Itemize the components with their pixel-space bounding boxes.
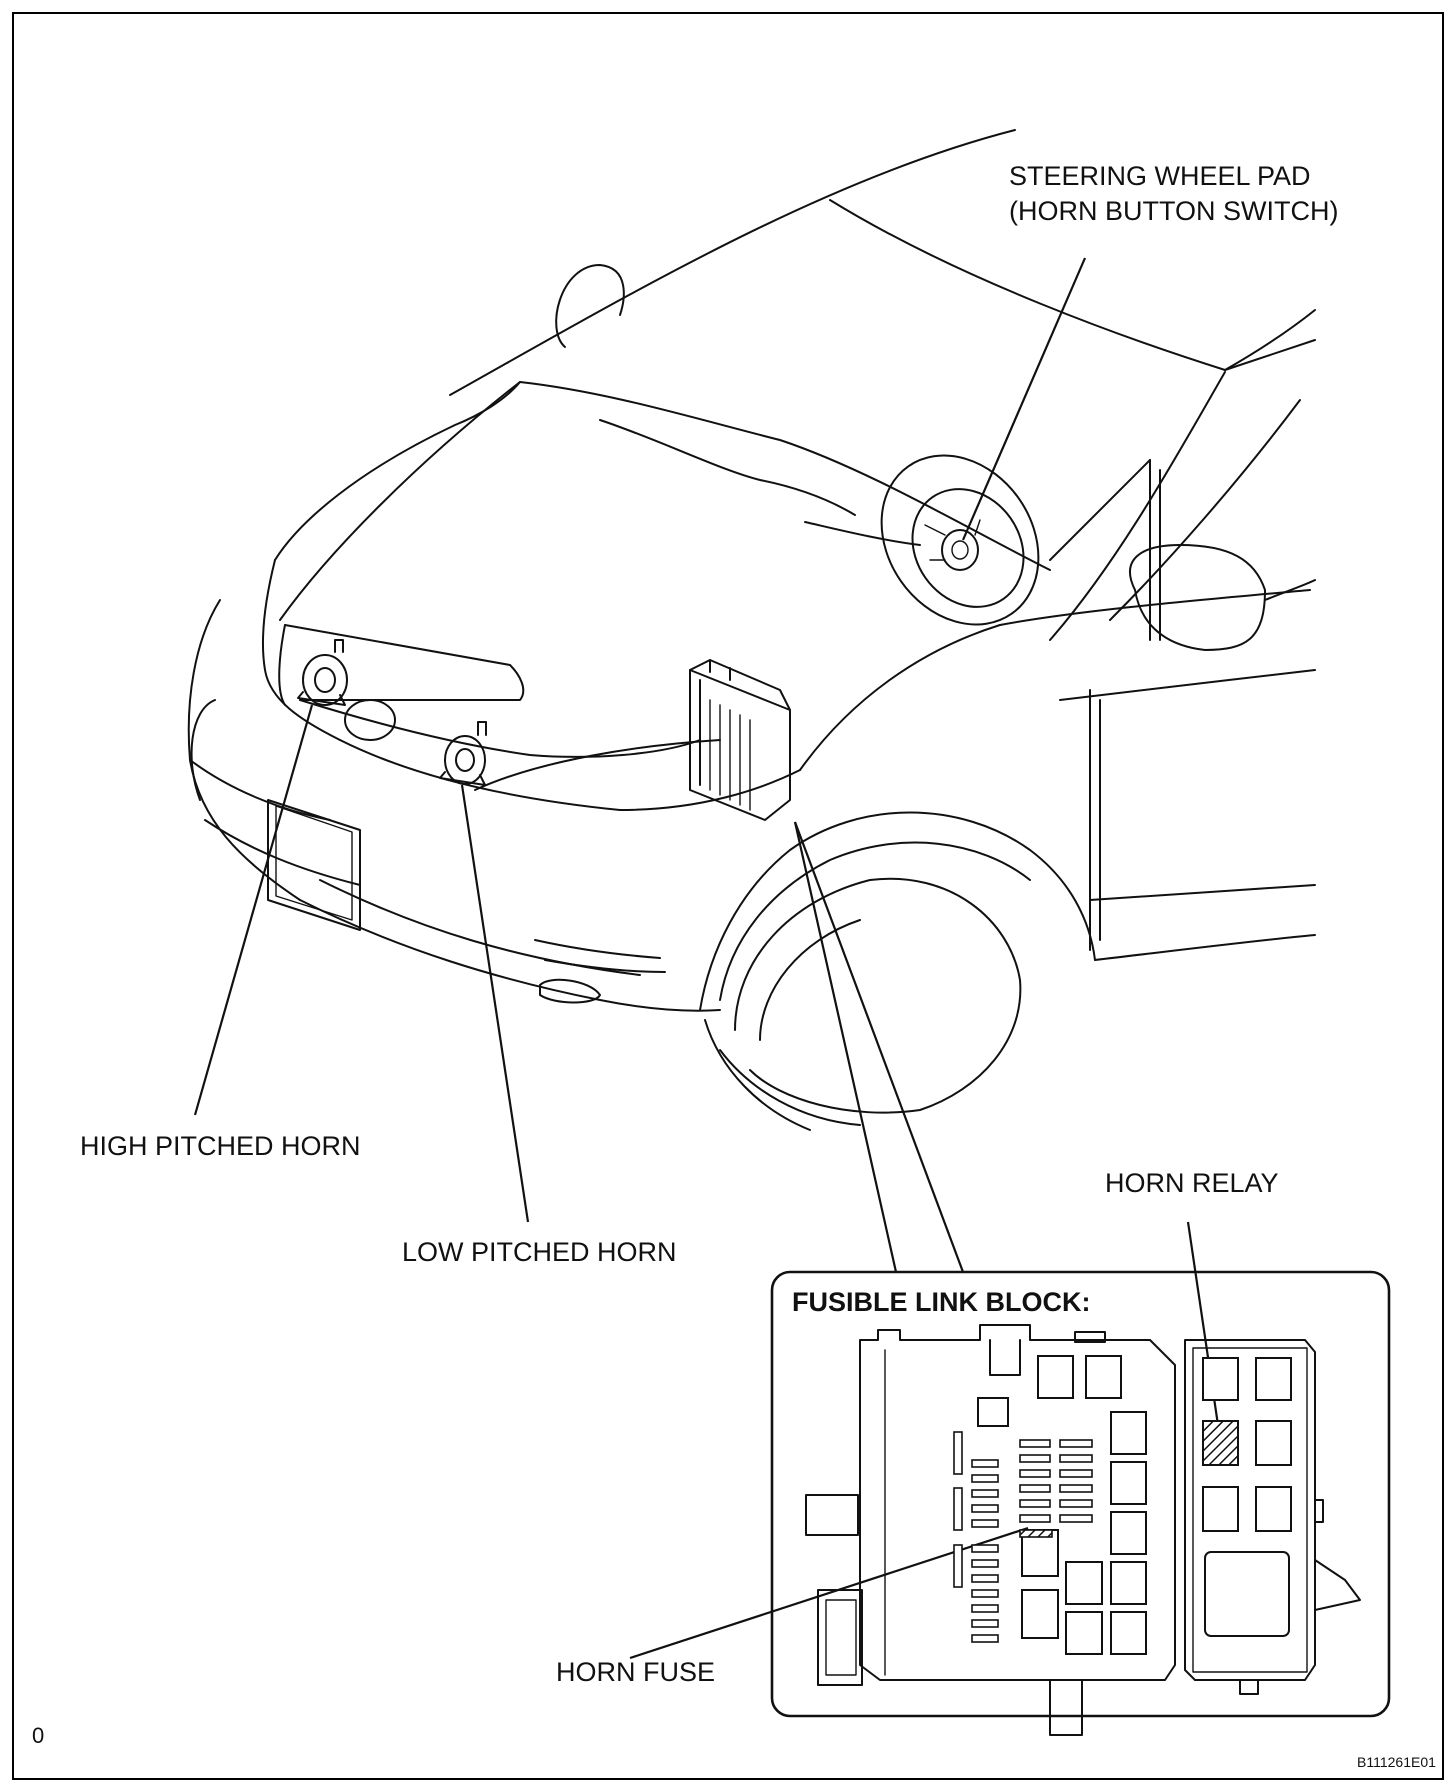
low-pitched-horn-drawing: [439, 721, 487, 786]
horn-fuse-slot: [1019, 1529, 1053, 1538]
fusible-link-block-drawing: [689, 659, 791, 821]
corner-mark-bottom-left: 0: [32, 1723, 45, 1748]
leader-fusible-link-right: [793, 821, 965, 1273]
label-fusible-link-block: FUSIBLE LINK BLOCK:: [792, 1287, 1091, 1317]
high-pitched-horn-drawing: [297, 639, 348, 706]
figure-code: B111261E01: [1357, 1754, 1436, 1770]
car-outline: [187, 129, 1316, 1131]
leader-lines: [193, 257, 1220, 1660]
label-steering-wheel-pad: STEERING WHEEL PAD: [1009, 161, 1311, 191]
label-low-pitched-horn: LOW PITCHED HORN: [402, 1237, 677, 1267]
leader-low-pitched-horn: [460, 784, 530, 1223]
leader-steering-wheel-pad: [961, 257, 1087, 541]
label-horn-fuse: HORN FUSE: [556, 1657, 716, 1687]
leader-fusible-link-left: [793, 821, 898, 1273]
leader-horn-fuse: [629, 1526, 1029, 1660]
label-high-pitched-horn: HIGH PITCHED HORN: [80, 1131, 361, 1161]
mini-fuse-slots: [953, 1431, 1093, 1643]
fusible-link-block-inset: [770, 1270, 1391, 1736]
label-horn-button-switch: (HORN BUTTON SWITCH): [1009, 196, 1339, 226]
label-horn-relay: HORN RELAY: [1105, 1168, 1279, 1198]
diagram-frame: [12, 12, 1444, 1780]
horn-relay-slot: [1202, 1420, 1239, 1466]
leader-high-pitched-horn: [193, 704, 314, 1116]
